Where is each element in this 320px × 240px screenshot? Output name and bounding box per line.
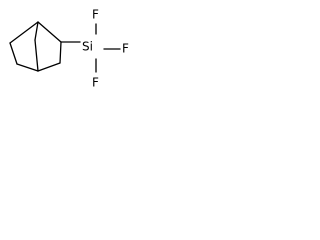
atom-label-si: Si xyxy=(82,40,93,54)
atom-label-f-bottom: F xyxy=(92,76,99,90)
chemical-structure: Si F F F xyxy=(9,8,129,90)
bond-c4-c5 xyxy=(37,62,61,72)
bond-c3-c4 xyxy=(16,63,39,72)
bond-c5-c6 xyxy=(59,41,62,64)
atom-label-f-right: F xyxy=(122,42,129,56)
bond-c1-c2 xyxy=(9,21,39,44)
atom-labels: Si F F F xyxy=(82,8,129,90)
substituent-bonds xyxy=(60,23,121,73)
atom-label-f-top: F xyxy=(92,8,99,22)
bridge-bond-a xyxy=(34,21,39,41)
bicyclic-ring-skeleton xyxy=(9,21,62,72)
bridge-bond-b xyxy=(34,39,39,72)
bond-c6-c1 xyxy=(37,21,62,43)
bond-c2-c3 xyxy=(9,42,18,65)
